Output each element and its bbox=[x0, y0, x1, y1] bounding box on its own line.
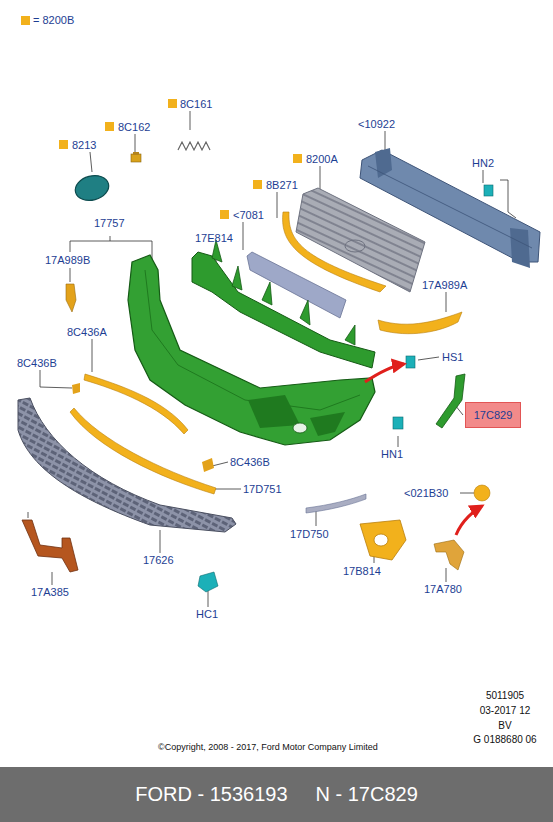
node-text: N - 17C829 bbox=[316, 783, 418, 806]
callout-number: 8200A bbox=[306, 153, 338, 166]
callout-number: 8C436B bbox=[230, 456, 270, 469]
callout-number: 17A989B bbox=[45, 254, 90, 267]
trim-strip bbox=[436, 374, 465, 428]
spring bbox=[178, 142, 210, 150]
callout-number: 8B271 bbox=[266, 179, 298, 192]
callout-number: 17D750 bbox=[290, 528, 329, 541]
grille bbox=[296, 188, 425, 292]
part-number-band: FORD - 1536193 N - 17C829 bbox=[0, 767, 553, 822]
callout-number: HN2 bbox=[472, 157, 494, 170]
red-arrow bbox=[456, 506, 482, 535]
callout-number: HN1 bbox=[381, 448, 403, 461]
trim-strip bbox=[70, 408, 216, 494]
callout-number: HS1 bbox=[442, 351, 463, 364]
callout-number: 17757 bbox=[94, 217, 125, 230]
clip bbox=[202, 458, 214, 472]
node-text: FORD - 1536193 bbox=[135, 783, 287, 806]
trim-strip bbox=[84, 374, 188, 434]
node-text: 17C829 bbox=[474, 409, 513, 421]
clip bbox=[198, 572, 218, 592]
callout-number: 17A385 bbox=[31, 586, 69, 599]
highlight-box: 17C829 bbox=[465, 402, 521, 428]
bracket bbox=[66, 284, 76, 312]
fog-lamp-surround bbox=[360, 520, 406, 560]
callout-number: 17E814 bbox=[195, 232, 233, 245]
legend-swatch bbox=[21, 16, 30, 25]
badge bbox=[72, 172, 111, 204]
callout-number: <7081 bbox=[233, 209, 264, 222]
bumper-frame bbox=[192, 240, 375, 368]
callout-number: 17B814 bbox=[343, 565, 381, 578]
bracket bbox=[22, 520, 78, 572]
cap bbox=[474, 485, 490, 501]
lower-grille bbox=[18, 398, 236, 532]
callout-number: 8C161 bbox=[180, 98, 212, 111]
marker-square bbox=[59, 99, 302, 219]
clip bbox=[72, 383, 80, 394]
callout-number: 17A989A bbox=[422, 279, 467, 292]
legend-text: = 8200B bbox=[33, 14, 74, 26]
lamp-strip bbox=[378, 312, 462, 334]
drawing-note: 5011905 bbox=[486, 689, 524, 702]
callout-number: 17D751 bbox=[243, 483, 282, 496]
clip bbox=[393, 417, 403, 429]
red-arrow bbox=[365, 364, 404, 382]
callout-number: <10922 bbox=[358, 118, 395, 131]
drawing-note: 03-2017 12 bbox=[480, 704, 531, 717]
callout-number: 8C436A bbox=[67, 326, 107, 339]
clip bbox=[406, 356, 415, 368]
callout-number: HC1 bbox=[196, 608, 218, 621]
moulding bbox=[306, 494, 366, 513]
bracket bbox=[434, 540, 464, 570]
drawing-note: ©Copyright, 2008 - 2017, Ford Motor Comp… bbox=[158, 741, 378, 754]
drawing-note: BV bbox=[498, 719, 511, 732]
callout-number: 8C162 bbox=[118, 121, 150, 134]
nut bbox=[131, 152, 141, 162]
callout-number: 8C436B bbox=[17, 357, 57, 370]
callout-number: 8213 bbox=[72, 139, 96, 152]
drawing-note: G 0188680 06 bbox=[473, 733, 536, 746]
callout-number: 17626 bbox=[143, 554, 174, 567]
callout-number: 17A780 bbox=[424, 583, 462, 596]
clip bbox=[484, 185, 493, 196]
legend-entry: = 8200B bbox=[21, 14, 74, 26]
callout-number: <021B30 bbox=[404, 487, 448, 500]
